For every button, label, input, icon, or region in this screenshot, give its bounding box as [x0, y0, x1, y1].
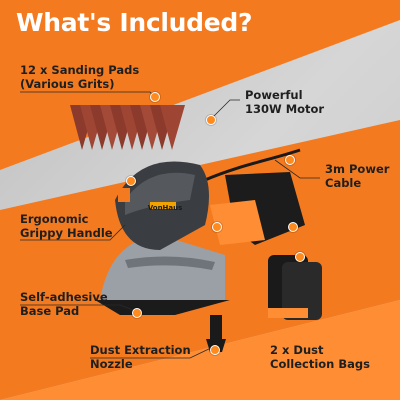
- pads-marker: [150, 92, 160, 102]
- label-collection-bags: 2 x Dust Collection Bags: [270, 343, 370, 371]
- sanding-pads-image: [70, 105, 185, 150]
- page-title: What's Included?: [16, 8, 253, 37]
- brand-logo-text: VonHaus: [148, 204, 183, 212]
- power-cable-image: [204, 148, 301, 182]
- label-handle: Ergonomic Grippy Handle: [20, 212, 113, 240]
- motor-marker: [206, 115, 216, 125]
- cable-marker: [285, 155, 295, 165]
- bags-marker: [295, 252, 305, 262]
- collection-bags-image: [268, 255, 322, 320]
- brand-logo: VonHaus: [148, 204, 183, 212]
- label-cable: 3m Power Cable: [325, 162, 390, 190]
- label-base-pad: Self-adhesive Base Pad: [20, 290, 108, 318]
- handle-marker: [126, 176, 136, 186]
- dust-box-image: [210, 172, 305, 245]
- nozzle-marker: [210, 345, 220, 355]
- label-motor: Powerful 130W Motor: [245, 88, 325, 116]
- label-sanding-pads: 12 x Sanding Pads (Various Grits): [20, 63, 140, 91]
- sander-image: [95, 161, 230, 315]
- sander-marker: [212, 222, 222, 232]
- base-marker: [132, 308, 142, 318]
- box-marker: [288, 222, 298, 232]
- label-nozzle: Dust Extraction Nozzle: [90, 343, 191, 371]
